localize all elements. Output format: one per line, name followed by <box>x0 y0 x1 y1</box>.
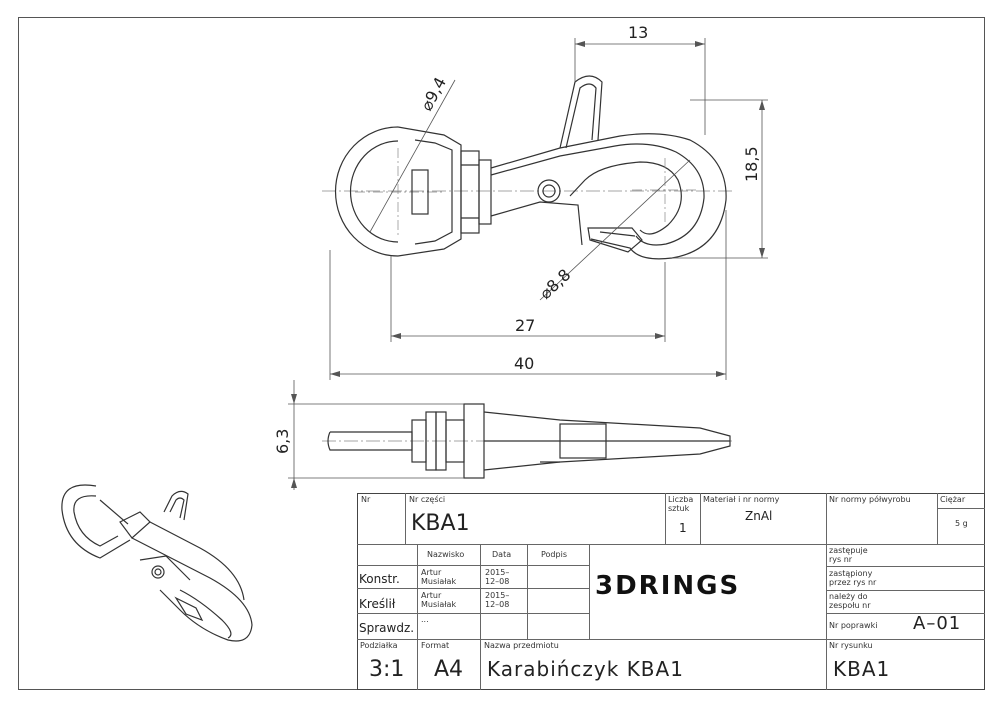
drawing-nr: KBA1 <box>833 657 891 681</box>
role-sprawdz: Sprawdz. <box>359 621 415 635</box>
side-view <box>322 403 735 479</box>
company-logo: 3DRINGS <box>595 571 741 601</box>
revision-value: A–01 <box>913 613 962 634</box>
date-konstr: 2015– 12–08 <box>485 568 510 586</box>
role-kreslil: Kreślił <box>359 597 396 611</box>
quantity-label-2: sztuk <box>668 504 690 513</box>
name-kreslil: Artur Musiałak <box>421 591 457 609</box>
signature-header: Podpis <box>541 550 567 559</box>
scale-label: Podziałka <box>360 641 398 650</box>
dim-inner-length: 27 <box>515 316 535 335</box>
format-value: A4 <box>434 657 464 682</box>
title-block: Nr Nr części KBA1 Liczba sztuk 1 Materia… <box>357 493 985 690</box>
date-header: Data <box>492 550 512 559</box>
quantity-label-1: Liczba <box>668 495 694 504</box>
name-sprawdz: ... <box>421 615 429 624</box>
scale-value: 3:1 <box>369 657 405 682</box>
title-block-border <box>357 493 985 690</box>
quantity-value: 1 <box>679 521 687 535</box>
norm-label: Nr normy półwyrobu <box>829 495 911 504</box>
dim-top-width: 13 <box>628 23 648 42</box>
object-label: Nazwa przedmiotu <box>484 641 559 650</box>
material-value: ZnAl <box>745 509 773 523</box>
dim-total-length: 40 <box>514 354 534 373</box>
name-konstr: Artur Musiałak <box>421 568 457 586</box>
replaces-label: zastępuje rys nr <box>829 546 868 564</box>
date-kreslil: 2015– 12–08 <box>485 591 510 609</box>
part-nr-label: Nr części <box>409 495 446 504</box>
dim-eye-diameter: ⌀8,8 <box>536 265 575 303</box>
dimension-arrows <box>291 41 765 488</box>
isometric-view <box>61 484 253 642</box>
top-view <box>322 75 735 260</box>
part-nr: KBA1 <box>411 511 470 536</box>
dim-hole-diameter: ⌀9,4 <box>417 74 450 114</box>
dim-height: 18,5 <box>742 146 761 182</box>
weight-value: 5 g <box>955 519 968 528</box>
weight-label: Ciężar <box>940 495 966 504</box>
dimension-lines <box>288 38 768 490</box>
name-header: Nazwisko <box>427 550 465 559</box>
revision-label: Nr poprawki <box>829 621 878 630</box>
drawing-nr-label: Nr rysunku <box>829 641 873 650</box>
belongs-label: należy do zespołu nr <box>829 592 871 610</box>
role-konstr: Konstr. <box>359 572 400 586</box>
material-label: Materiał i nr normy <box>703 495 780 504</box>
replaced-by-label: zastąpiony przez rys nr <box>829 569 877 587</box>
nr-label: Nr <box>361 495 371 504</box>
dim-thickness: 6,3 <box>273 429 292 454</box>
object-name: Karabińczyk KBA1 <box>487 657 684 681</box>
format-label: Format <box>421 641 450 650</box>
